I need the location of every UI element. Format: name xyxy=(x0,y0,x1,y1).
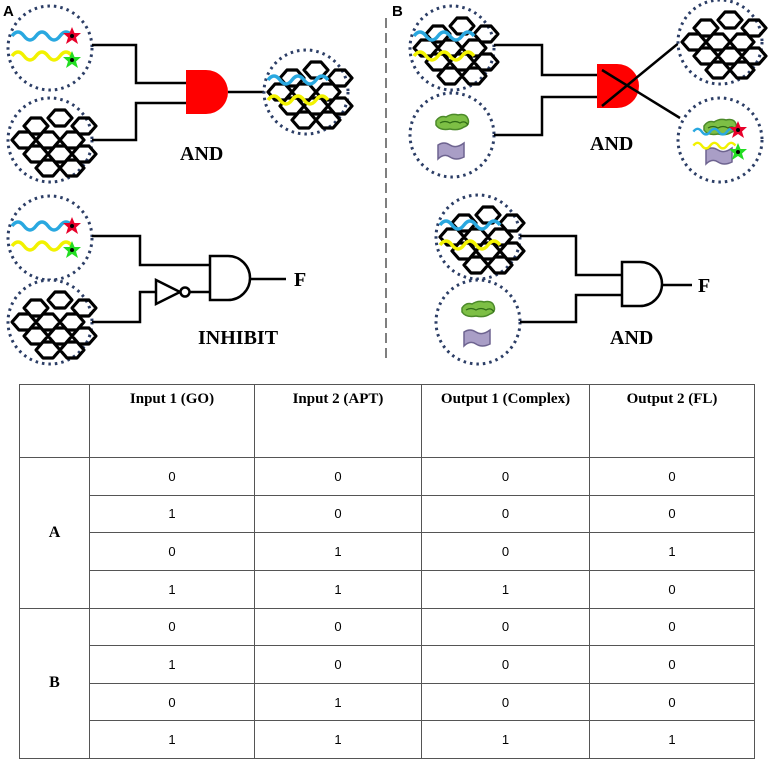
table-cell: 0 xyxy=(589,457,755,496)
table-row: B 0 0 0 0 xyxy=(19,607,755,759)
dna-fluorophore-circle xyxy=(6,4,94,92)
complex-output-circle xyxy=(262,48,354,136)
table-cell: 0 xyxy=(254,607,422,647)
table-cell: 0 xyxy=(421,682,590,722)
table-cell: 1 xyxy=(89,720,255,759)
table-row: A 0 0 0 0 xyxy=(19,457,755,609)
table-cell: 0 xyxy=(89,532,255,571)
table-cell: 0 xyxy=(589,607,755,647)
and-gate-outline xyxy=(208,254,252,302)
table-cell: 1 xyxy=(254,569,422,609)
table-cell: 0 xyxy=(421,645,590,684)
table-cell: 0 xyxy=(89,682,255,722)
gate-label-and: AND xyxy=(610,327,653,349)
table-row: 1 0 0 0 xyxy=(20,645,755,684)
table-cell: 0 xyxy=(589,645,755,684)
table-row: 1 1 1 1 xyxy=(20,720,755,759)
complex-input-circle xyxy=(434,193,526,281)
table-cell: 1 xyxy=(89,494,255,534)
table-cell: 1 xyxy=(421,569,590,609)
table-cell: 1 xyxy=(589,720,755,759)
dna-fluorophore-circle xyxy=(6,194,94,282)
gate-label-inhibit: INHIBIT xyxy=(198,327,279,349)
group-label: A xyxy=(19,457,90,609)
table-cell: 1 xyxy=(89,569,255,609)
table-cell: 0 xyxy=(589,569,755,609)
table-cell: 1 xyxy=(589,532,755,571)
table-cell: 1 xyxy=(254,532,422,571)
and-gate-red xyxy=(186,70,228,114)
table-header xyxy=(19,384,90,458)
table-row: 1 0 0 0 xyxy=(20,494,755,534)
table-header: Input 1 (GO) xyxy=(89,384,255,458)
table-header: Output 2 (FL) xyxy=(589,384,755,458)
table-header-row: Input 1 (GO) Input 2 (APT) Output 1 (Com… xyxy=(19,384,755,458)
aptamer-target-circle xyxy=(408,91,496,179)
group-label: B xyxy=(19,607,90,759)
not-gate xyxy=(154,277,183,307)
aptamer-target-circle xyxy=(434,278,522,366)
output-f-label: F xyxy=(698,275,710,297)
graphene-oxide-circle xyxy=(6,96,98,184)
table-cell: 1 xyxy=(254,720,422,759)
table-cell: 0 xyxy=(89,457,255,496)
table-row: 0 1 0 1 xyxy=(20,532,755,571)
table-cell: 0 xyxy=(421,457,590,496)
table-cell: 1 xyxy=(89,645,255,684)
and-gate-red xyxy=(597,64,639,108)
table-header: Input 2 (APT) xyxy=(254,384,422,458)
truth-table: Input 1 (GO) Input 2 (APT) Output 1 (Com… xyxy=(19,384,755,759)
table-cell: 0 xyxy=(421,494,590,534)
table-cell: 0 xyxy=(589,494,755,534)
aptamer-dna-output-circle xyxy=(676,96,764,184)
panel-b-letter: B xyxy=(392,3,403,20)
graphene-output-circle xyxy=(676,0,768,86)
table-cell: 1 xyxy=(421,720,590,759)
graphene-oxide-circle xyxy=(6,278,98,366)
table-cell: 0 xyxy=(421,532,590,571)
complex-input-circle xyxy=(408,4,500,92)
logic-gate-diagram: A B AND F INHIBIT xyxy=(3,0,768,366)
and-gate-outline xyxy=(620,260,664,308)
gate-label-and: AND xyxy=(590,133,633,155)
table-row: 0 1 0 0 xyxy=(20,682,755,722)
panel-a-letter: A xyxy=(3,3,14,20)
output-f-label: F xyxy=(294,269,306,291)
table-cell: 0 xyxy=(254,457,422,496)
table-cell: 0 xyxy=(254,494,422,534)
table-cell: 0 xyxy=(421,607,590,647)
table-cell: 0 xyxy=(89,607,255,647)
table-cell: 0 xyxy=(589,682,755,722)
table-cell: 1 xyxy=(254,682,422,722)
gate-label-and: AND xyxy=(180,143,223,165)
table-row: 1 1 1 0 xyxy=(20,569,755,609)
table-cell: 0 xyxy=(254,645,422,684)
table-header: Output 1 (Complex) xyxy=(421,384,590,458)
